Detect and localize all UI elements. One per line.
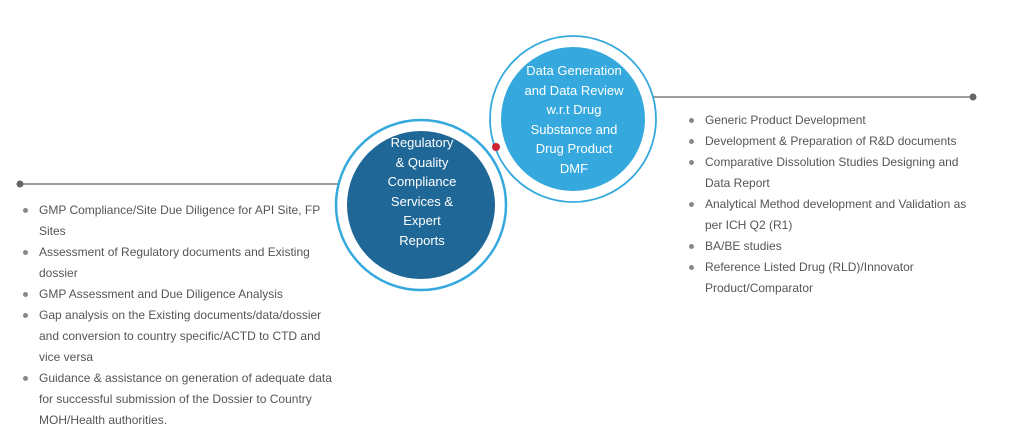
right-node-circle (501, 47, 645, 191)
list-item: Development & Preparation of R&D documen… (686, 131, 978, 152)
list-item: GMP Compliance/Site Due Diligence for AP… (20, 200, 332, 242)
list-item: Analytical Method development and Valida… (686, 194, 978, 236)
list-item: Guidance & assistance on generation of a… (20, 368, 332, 431)
left-connector-endpoint (16, 180, 24, 188)
junction-dot (492, 143, 500, 151)
list-item: BA/BE studies (686, 236, 978, 257)
list-item: GMP Assessment and Due Diligence Analysi… (20, 284, 332, 305)
right-connector-endpoint (969, 93, 977, 101)
left-node-circle (347, 131, 495, 279)
list-item: Comparative Dissolution Studies Designin… (686, 152, 978, 194)
left-bullet-list: GMP Compliance/Site Due Diligence for AP… (20, 200, 332, 431)
list-item: Assessment of Regulatory documents and E… (20, 242, 332, 284)
list-item: Gap analysis on the Existing documents/d… (20, 305, 332, 368)
left-node-label: Regulatory & Quality Compliance Services… (387, 135, 457, 248)
right-node-label: Data Generation and Data Review w.r.t Dr… (524, 63, 624, 176)
list-item: Generic Product Development (686, 110, 978, 131)
list-item: Reference Listed Drug (RLD)/Innovator Pr… (686, 257, 978, 299)
right-bullet-list: Generic Product Development Development … (686, 110, 978, 299)
